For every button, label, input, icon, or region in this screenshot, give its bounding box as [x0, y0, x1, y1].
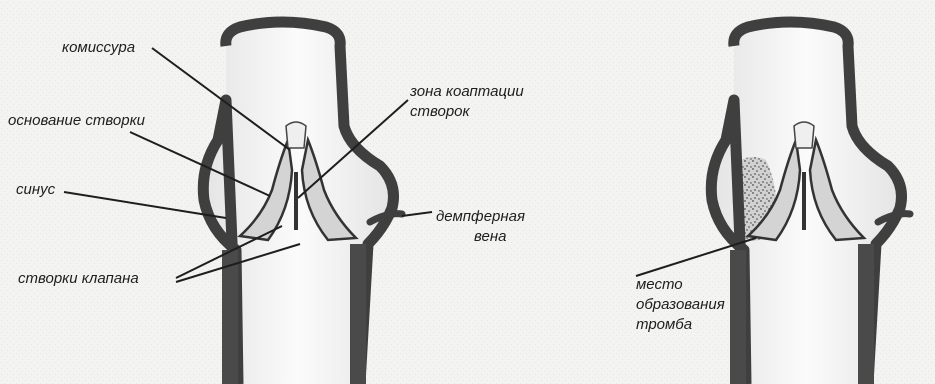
label-damper-line2: вена: [474, 228, 506, 246]
label-leaflet-base: основание створки: [8, 112, 145, 130]
right-lower-wall-right: [858, 244, 874, 384]
label-thrombus-line2: образования: [636, 296, 725, 314]
label-coaptation-line1: зона коаптации: [410, 83, 524, 101]
left-lower-wall-left: [222, 250, 238, 384]
left-commissure: [286, 122, 306, 148]
label-valve-leaflets: створки клапана: [18, 270, 139, 288]
label-damper-line1: демпферная: [436, 208, 525, 226]
label-thrombus-line1: место: [636, 276, 683, 294]
right-commissure: [794, 122, 814, 148]
label-coaptation-line2: створок: [410, 103, 470, 121]
left-lower-wall-right: [350, 244, 366, 384]
label-commissure: комиссура: [62, 39, 135, 57]
label-sinus: синус: [16, 181, 55, 199]
label-thrombus-line3: тромба: [636, 316, 692, 334]
right-lower-wall-left: [730, 250, 746, 384]
